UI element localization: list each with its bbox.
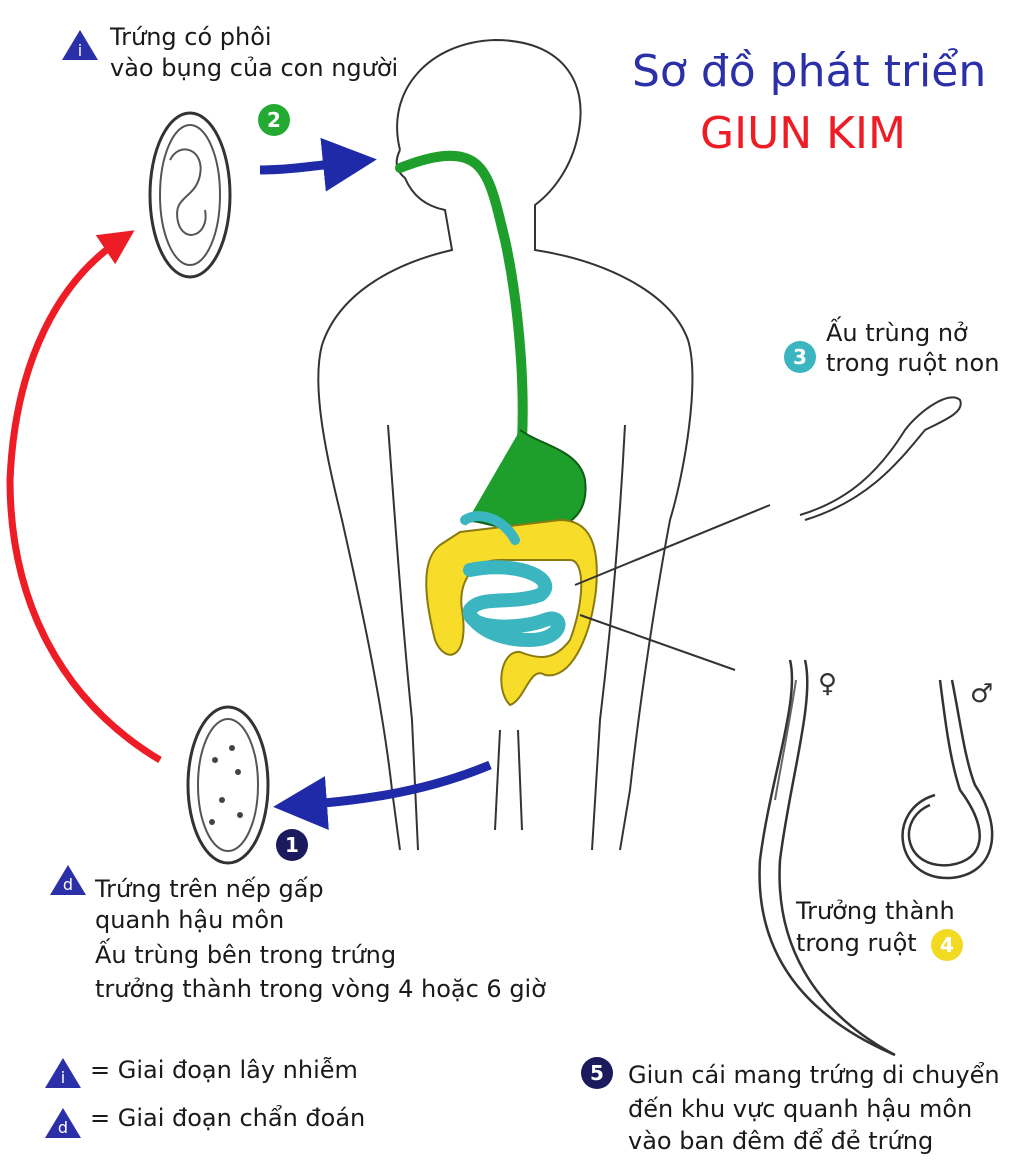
badge-step-1: 1 (276, 829, 308, 861)
triangle-i-icon: i (62, 30, 98, 60)
larva-icon (799, 396, 962, 521)
step5-text-line1: Giun cái mang trứng di chuyển (628, 1061, 1000, 1089)
step1-text-line2: vào bụng của con người (110, 54, 399, 82)
human-body-outline (317, 38, 694, 851)
arrow-to-egg (273, 760, 492, 831)
step5-text-line3: vào ban đêm để đẻ trứng (628, 1127, 934, 1155)
egg-icon-anal (186, 705, 270, 865)
triangle-d-icon: d (50, 865, 86, 895)
step6-text-line2: quanh hậu môn (95, 906, 285, 934)
step3-text-line2: trong ruột non (826, 349, 1000, 377)
badge-step-5: 5 (581, 1057, 613, 1089)
male-worm-icon (901, 679, 994, 880)
female-symbol: ♀ (818, 669, 837, 699)
step6-text-line4: trưởng thành trong vòng 4 hoặc 6 giờ (95, 975, 546, 1003)
badge-step-3: 3 (784, 341, 816, 373)
legend-infective-icon: i (45, 1058, 81, 1088)
female-worm-icon (758, 659, 896, 1057)
arrow-to-mouth (259, 137, 377, 192)
svg-text:2: 2 (267, 108, 281, 132)
step1-text-line1: Trứng có phôi (110, 23, 272, 51)
svg-text:i: i (78, 41, 82, 60)
step5-text-line2: đến khu vực quanh hậu môn (628, 1095, 973, 1123)
svg-text:4: 4 (940, 933, 954, 957)
step6-text-line3: Ấu trùng bên trong trứng (95, 941, 397, 969)
pointer-line-adult (579, 614, 736, 671)
male-symbol: ♂ (970, 679, 993, 709)
arrow-cycle (6, 230, 162, 764)
svg-text:d: d (58, 1118, 68, 1137)
egg-icon (148, 111, 232, 279)
badge-step-4: 4 (931, 929, 963, 961)
svg-text:5: 5 (590, 1061, 604, 1085)
legend-diagnostic-label: = Giai đoạn chẩn đoán (90, 1104, 366, 1132)
svg-text:d: d (63, 875, 73, 894)
step3-text-line1: Ấu trùng nở (826, 319, 968, 347)
svg-text:i: i (61, 1068, 65, 1087)
digestive-tract (395, 150, 598, 707)
pointer-line-larva (574, 504, 771, 586)
legend-diagnostic-icon: d (45, 1108, 81, 1138)
diagram-subtitle: GIUN KIM (700, 108, 906, 159)
badge-step-2: 2 (258, 104, 290, 136)
step4-text-line2: trong ruột (796, 929, 917, 957)
diagram-title: Sơ đồ phát triển (632, 46, 987, 97)
step6-text-line1: Trứng trên nếp gấp (95, 875, 324, 903)
svg-text:3: 3 (793, 345, 807, 369)
step4-text-line1: Trưởng thành (796, 897, 955, 925)
legend-infective-label: = Giai đoạn lây nhiễm (90, 1056, 358, 1084)
svg-text:1: 1 (285, 833, 299, 857)
